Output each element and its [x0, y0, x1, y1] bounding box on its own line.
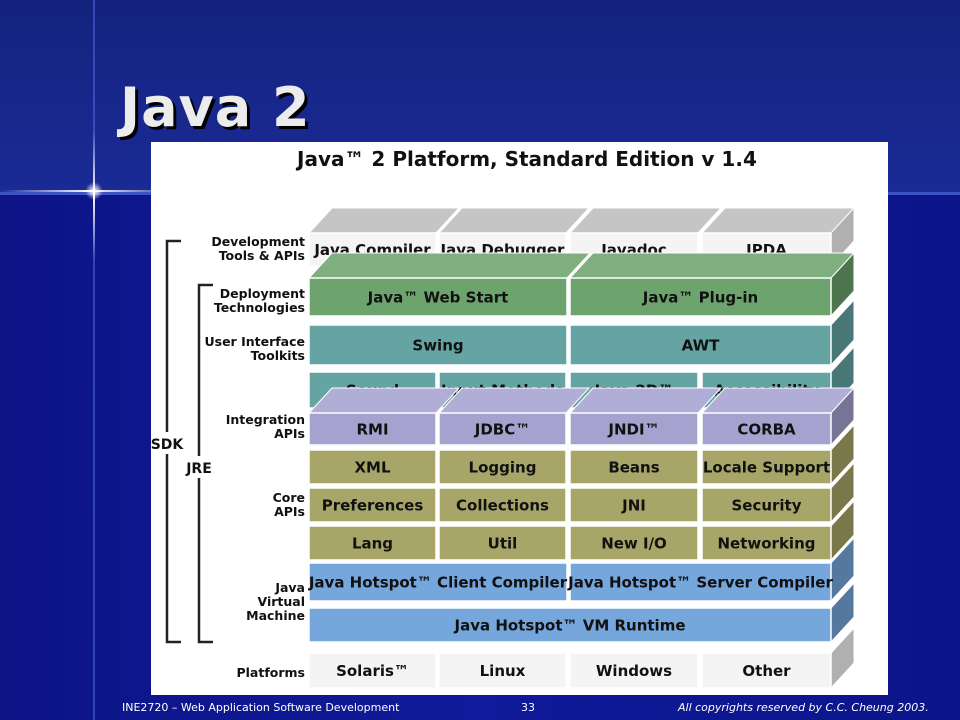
layer-label: APIs — [274, 426, 305, 441]
core-api-box-label: Logging — [469, 459, 537, 477]
course-footer: INE2720 – Web Application Software Devel… — [122, 701, 400, 714]
core-api-box — [701, 525, 832, 561]
layer-label: Toolkits — [251, 348, 305, 363]
core-api-box-label: XML — [354, 459, 390, 477]
core-api-box — [569, 525, 699, 561]
platform-box — [701, 652, 832, 689]
integration-api-box — [308, 412, 437, 446]
core-api-box — [308, 487, 437, 523]
core-api-box-label: Preferences — [322, 497, 424, 515]
ui-toolkit-box-label: AWT — [682, 337, 720, 355]
integration-api-box — [569, 412, 699, 446]
diagram-title: Java™ 2 Platform, Standard Edition v 1.4 — [295, 147, 757, 171]
core-api-box-label: Networking — [718, 535, 816, 553]
layer-top — [437, 207, 591, 234]
layer-label: Machine — [246, 608, 305, 623]
core-api-box-label: Lang — [352, 535, 393, 553]
deployment-box — [308, 277, 568, 317]
jvm-compiler-box — [308, 562, 568, 602]
core-api-box-label: Security — [731, 497, 801, 515]
jvm-runtime-label: Java Hotspot™ VM Runtime — [454, 617, 686, 635]
core-api-box — [569, 487, 699, 523]
layer-top — [307, 387, 461, 414]
layer-label: Development — [211, 234, 305, 249]
platform-box — [308, 652, 437, 689]
layer-top — [700, 207, 856, 234]
jvm-runtime-box — [308, 607, 832, 643]
platform-box-label: Windows — [596, 662, 672, 680]
core-api-box-label: Collections — [456, 497, 549, 515]
layer-label: APIs — [274, 504, 305, 519]
layer-top — [568, 387, 723, 414]
ui-toolkit-box-label: Swing — [412, 337, 463, 355]
platform-box-label: Solaris™ — [336, 662, 409, 680]
integration-api-box-label: JNDI™ — [607, 421, 659, 439]
sdk-label: SDK — [151, 437, 184, 453]
page-number: 33 — [521, 701, 535, 714]
layer-top — [437, 387, 591, 414]
core-api-box — [569, 449, 699, 485]
platform-box — [438, 652, 567, 689]
layer-label: Virtual — [258, 594, 306, 609]
layer-top — [307, 207, 461, 234]
core-api-box — [701, 449, 832, 485]
platform-box-label: Linux — [480, 662, 526, 680]
core-api-box-label: Locale Support — [703, 459, 830, 477]
core-api-box-label: Beans — [608, 459, 659, 477]
core-api-box — [438, 449, 567, 485]
core-api-box-label: New I/O — [601, 535, 667, 553]
integration-api-box — [701, 412, 832, 446]
layer-label: Platforms — [236, 665, 305, 680]
jvm-compiler-box-label: Java Hotspot™ Server Compiler — [567, 574, 833, 592]
layer-label: Java — [274, 580, 305, 595]
jvm-compiler-box-label: Java Hotspot™ Client Compiler — [308, 574, 568, 592]
integration-api-box — [438, 412, 567, 446]
core-api-box-label: JNI — [621, 497, 646, 515]
integration-api-box-label: RMI — [356, 421, 388, 439]
layer-top — [568, 207, 723, 234]
core-api-box — [308, 449, 437, 485]
jvm-compiler-box — [569, 562, 832, 602]
sdk-label-bg — [153, 432, 181, 454]
layer-top — [700, 387, 856, 414]
core-api-box-label: Util — [488, 535, 518, 553]
layer-top — [307, 252, 592, 279]
layer-label: Integration — [226, 412, 305, 427]
platform-box-label: Other — [742, 662, 791, 680]
layer-label: User Interface — [204, 334, 305, 349]
integration-api-box-label: CORBA — [737, 421, 796, 439]
jre-label: JRE — [185, 461, 212, 477]
ui-toolkit-box — [308, 324, 568, 366]
deployment-box — [569, 277, 832, 317]
decorative-line — [93, 0, 95, 720]
core-api-box — [308, 525, 437, 561]
layer-label: Deployment — [220, 286, 305, 301]
deployment-box-label: Java™ Web Start — [367, 289, 509, 307]
layer-label: Core — [273, 490, 305, 505]
layer-top — [568, 252, 856, 279]
deployment-box-label: Java™ Plug-in — [642, 289, 758, 307]
slide-title: Java 2 — [120, 76, 311, 139]
architecture-diagram: Java™ 2 Platform, Standard Edition v 1.4… — [151, 142, 888, 695]
jre-label-bg — [187, 456, 213, 478]
copyright-footer: All copyrights reserved by C.C. Cheung 2… — [678, 701, 929, 714]
integration-api-box-label: JDBC™ — [474, 421, 530, 439]
layer-label: Technologies — [214, 300, 305, 315]
platform-box — [569, 652, 699, 689]
sparkle-decoration — [85, 182, 103, 200]
layer-label: Tools & APIs — [219, 248, 305, 263]
ui-toolkit-box — [569, 324, 832, 366]
core-api-box — [438, 525, 567, 561]
core-api-box — [701, 487, 832, 523]
core-api-box — [438, 487, 567, 523]
